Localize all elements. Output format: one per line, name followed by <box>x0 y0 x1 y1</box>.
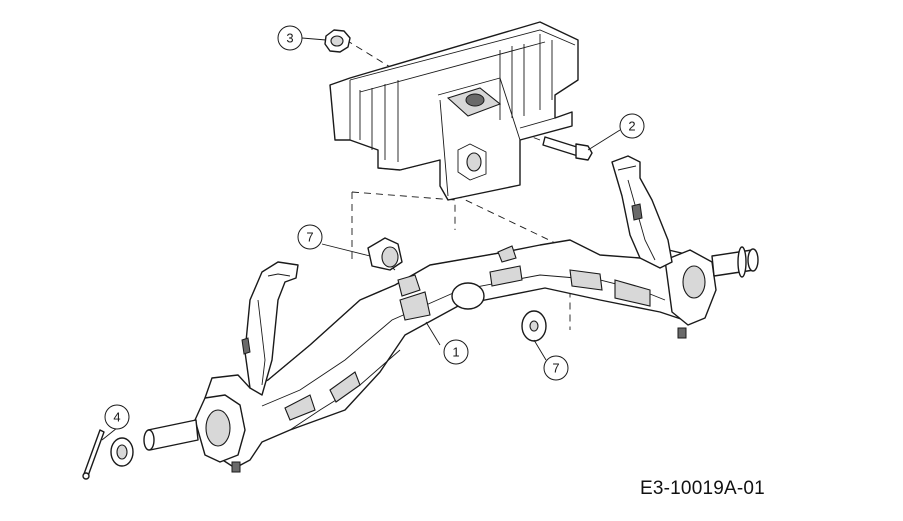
callout-3: 3 <box>277 25 327 51</box>
spacer-bushing-upper <box>367 237 403 271</box>
left-axle-shaft <box>143 419 199 451</box>
cotter-pin-part-4 <box>82 429 105 480</box>
axle-beam-part-1 <box>194 155 717 473</box>
drawing-number: E3-10019A-01 <box>640 478 765 499</box>
callout-4: 4 <box>101 404 130 441</box>
right-axle-shaft <box>711 246 759 278</box>
callout-4-label: 4 <box>113 410 120 425</box>
washer-left <box>110 437 134 467</box>
callout-7-upper: 7 <box>297 224 371 257</box>
nut-part-3 <box>324 29 351 53</box>
callout-7-upper-label: 7 <box>306 230 313 245</box>
bolt-part-2 <box>542 136 593 161</box>
callout-1-label: 1 <box>452 345 459 360</box>
spacer-washer-lower <box>521 310 547 342</box>
callout-1: 1 <box>425 321 469 365</box>
mounting-bracket <box>329 21 579 201</box>
callout-7-lower-label: 7 <box>552 361 559 376</box>
callout-7-lower: 7 <box>533 339 569 381</box>
callout-2-label: 2 <box>628 119 635 134</box>
callout-2: 2 <box>587 113 645 151</box>
callout-3-label: 3 <box>286 31 293 46</box>
